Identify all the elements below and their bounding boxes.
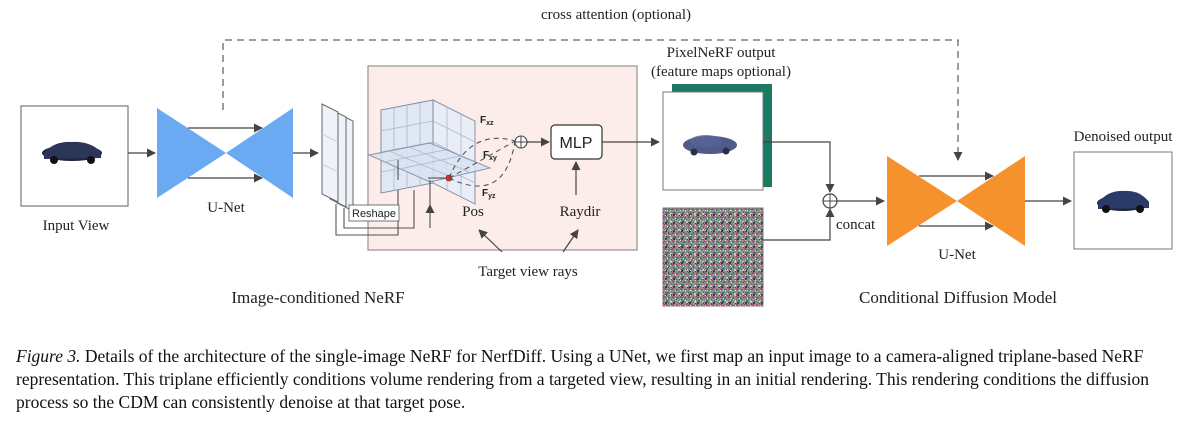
reshape-connector-2: [343, 190, 415, 229]
unet-left-encoder: [157, 108, 226, 198]
mlp-label: MLP: [560, 135, 593, 152]
feature-curve-yz: [448, 140, 516, 187]
reshape-label: Reshape: [352, 208, 396, 220]
pos-label: Pos: [462, 204, 484, 220]
unet-right-encoder: [887, 156, 957, 246]
raydir-label: Raydir: [560, 204, 601, 220]
unet-left-decoder: [226, 108, 293, 198]
unet-left-label: U-Net: [207, 200, 245, 216]
car-thumbnail-pixelnerf: [683, 135, 737, 156]
arrow-noise-to-concat: [763, 208, 835, 241]
feature-curve-xy: [448, 140, 516, 179]
feature-stack: [321, 103, 354, 212]
pixelnerf-output-label: PixelNeRF output: [667, 45, 777, 61]
unet-right-label: U-Net: [938, 247, 976, 263]
unet-right-decoder: [957, 156, 1025, 246]
cdm-caption-label: Conditional Diffusion Model: [859, 288, 1057, 307]
feature-curve-xz: [448, 137, 516, 179]
arrow-pixelnerf-to-concat: [763, 141, 835, 193]
input-view-label: Input View: [43, 218, 110, 234]
figure-number: Figure 3.: [16, 346, 81, 366]
fyz-label: Fyz: [482, 188, 496, 200]
denoised-output-label: Denoised output: [1074, 129, 1174, 145]
nerf-caption-label: Image-conditioned NeRF: [231, 288, 404, 307]
pixelnerf-feature-maps-label: (feature maps optional): [651, 64, 791, 80]
car-thumbnail-input: [42, 141, 102, 164]
concat-label: concat: [836, 217, 876, 233]
cross-attention-path: [222, 39, 963, 161]
fxz-label: Fxz: [480, 115, 494, 127]
fxy-label: Fxy: [483, 150, 497, 162]
figure-caption-text: Details of the architecture of the singl…: [16, 346, 1150, 412]
reshape-connector: [335, 167, 403, 236]
target-view-rays-label: Target view rays: [478, 264, 578, 280]
reshape-tag: [348, 204, 400, 222]
figure-caption: Figure 3. Details of the architecture of…: [16, 345, 1186, 414]
arrow-rays-to-pos: [478, 229, 503, 253]
cross-attention-label: cross attention (optional): [541, 7, 691, 23]
car-thumbnail-denoised: [1097, 190, 1149, 213]
arrow-rays-to-raydir: [562, 229, 579, 253]
